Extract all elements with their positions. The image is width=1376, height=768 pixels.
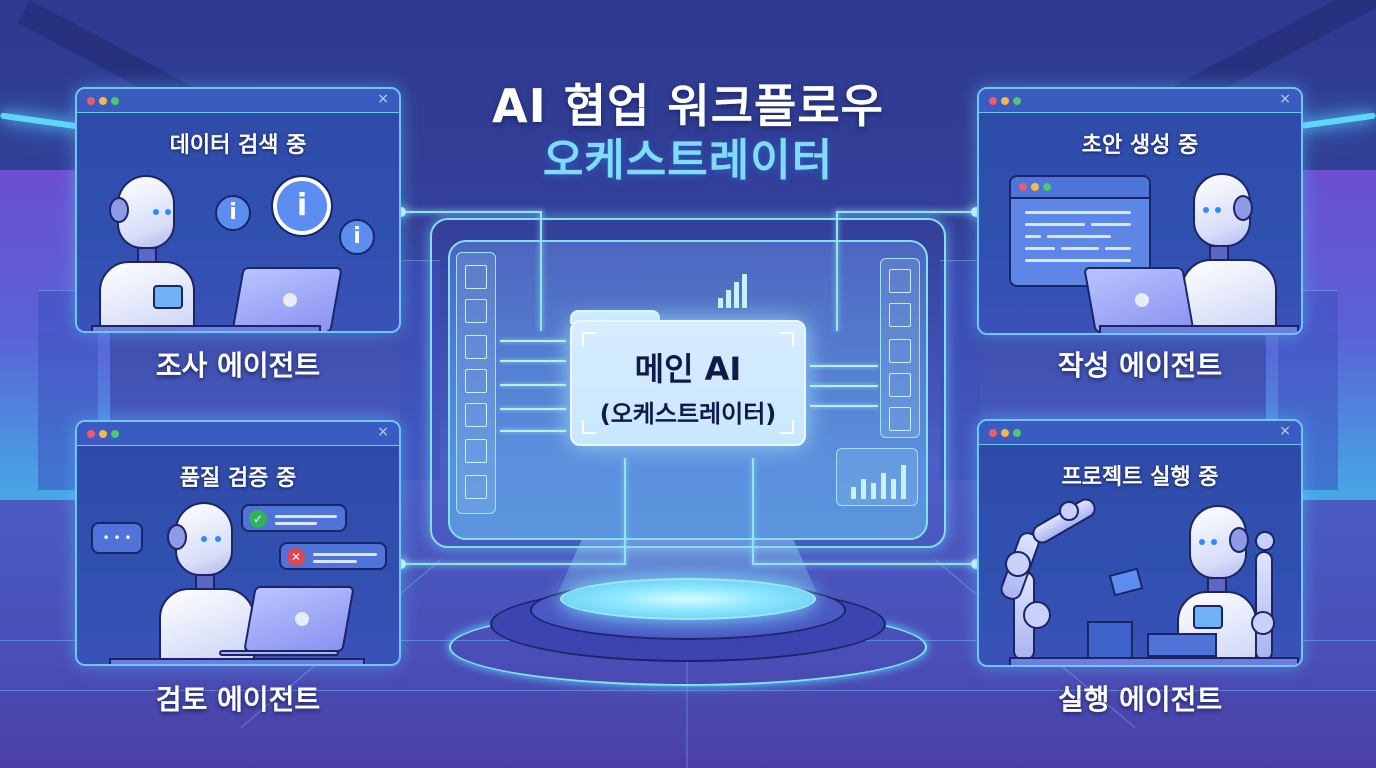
close-icon[interactable]: × (1279, 91, 1291, 107)
document-icon (465, 335, 487, 359)
desk (109, 658, 365, 664)
main-ai-card[interactable]: 메인 AI (오케스트레이터) (570, 320, 806, 446)
agent-label-research: 조사 에이전트 (155, 349, 321, 382)
close-icon[interactable]: × (1279, 423, 1291, 439)
hologram-frame (430, 218, 946, 548)
document-icon (889, 373, 911, 397)
window-titlebar: × (77, 422, 399, 446)
folder-icon (465, 369, 487, 393)
window-minimize-dot[interactable] (99, 430, 107, 438)
window-close-dot[interactable] (989, 97, 997, 105)
window-close-dot[interactable] (87, 430, 95, 438)
agent-label-review: 검토 에이전트 (155, 683, 321, 716)
machine-block (1087, 621, 1133, 659)
agent-panel-executor[interactable]: × 프로젝트 실행 중 (977, 419, 1303, 667)
desk (1099, 325, 1299, 333)
data-flow-arrow (500, 430, 566, 432)
window-minimize-dot[interactable] (1001, 429, 1009, 437)
connector-line (402, 211, 542, 213)
info-icon: i (339, 219, 375, 255)
data-flow-arrow (500, 384, 566, 386)
agent-label-writer: 작성 에이전트 (1057, 349, 1223, 382)
folder-icon (465, 265, 487, 289)
window-titlebar: × (77, 89, 399, 113)
document-icon (889, 339, 911, 363)
check-bubble-icon: ✓ (241, 504, 347, 532)
data-flow-arrow (500, 408, 566, 410)
window-titlebar: × (979, 421, 1301, 445)
agent-panel-research[interactable]: × 데이터 검색 중 i i i (75, 87, 401, 333)
data-flow-arrow (810, 405, 878, 407)
window-maximize-dot[interactable] (111, 430, 119, 438)
connector-line (402, 563, 626, 565)
document-icon (889, 269, 911, 293)
corner-bracket (582, 420, 596, 434)
connector-node (396, 207, 406, 217)
window-titlebar: × (979, 89, 1301, 113)
document-icon (465, 299, 487, 323)
agent-status: 품질 검증 중 (179, 466, 297, 491)
package-box-icon (1108, 567, 1144, 597)
corner-bracket (582, 332, 596, 346)
machine-block (1147, 633, 1217, 657)
data-flow-arrow (810, 365, 878, 367)
building-silhouette (940, 260, 980, 480)
input-file-strip (456, 252, 496, 514)
error-bubble-icon: ✕ (279, 542, 387, 570)
close-icon[interactable]: × (377, 91, 389, 107)
info-icon: i (271, 175, 333, 237)
agent-label-executor: 실행 에이전트 (1057, 683, 1223, 716)
connector-node (971, 207, 981, 217)
data-flow-arrow (500, 360, 566, 362)
main-ai-title: 메인 AI (634, 350, 742, 388)
connector-node (396, 559, 406, 569)
agent-panel-review[interactable]: × 품질 검증 중 • • • ✓ ✕ (75, 420, 401, 666)
agent-panel-writer[interactable]: × 초안 생성 중 (977, 87, 1303, 335)
page-subtitle: 오케스트레이터 (542, 135, 834, 186)
desk (91, 325, 321, 331)
connector-line (752, 563, 976, 565)
workbench (1009, 657, 1299, 665)
window-maximize-dot[interactable] (111, 97, 119, 105)
document-icon (889, 303, 911, 327)
window-minimize-dot[interactable] (99, 97, 107, 105)
hologram-pedestal-top (560, 578, 816, 620)
agent-status: 초안 생성 중 (1081, 133, 1199, 158)
ellipsis-bubble-icon: • • • (91, 522, 143, 554)
window-minimize-dot[interactable] (1001, 97, 1009, 105)
document-icon (465, 475, 487, 499)
corner-bracket (780, 332, 794, 346)
window-maximize-dot[interactable] (1013, 97, 1021, 105)
connector-line (836, 211, 976, 213)
window-close-dot[interactable] (87, 97, 95, 105)
info-icon: i (215, 195, 251, 231)
agent-status: 데이터 검색 중 (169, 133, 307, 158)
connector-line (540, 211, 542, 331)
window-maximize-dot[interactable] (1013, 429, 1021, 437)
connector-line (624, 458, 626, 564)
corner-bracket (780, 420, 794, 434)
connector-line (752, 458, 754, 564)
chart-panel (836, 448, 918, 506)
output-file-strip (880, 258, 920, 438)
connector-line (836, 211, 838, 331)
agent-status: 프로젝트 실행 중 (1061, 465, 1219, 490)
data-flow-arrow (500, 340, 566, 342)
document-icon (465, 439, 487, 463)
close-icon[interactable]: × (377, 424, 389, 440)
connector-node (971, 559, 981, 569)
building-silhouette (400, 260, 440, 480)
window-close-dot[interactable] (989, 429, 997, 437)
data-flow-arrow (810, 385, 878, 387)
page-title: AI 협업 워크플로우 (492, 79, 884, 133)
floor-grid-line (0, 690, 1376, 691)
document-icon (465, 403, 487, 427)
bar-chart-icon (718, 268, 758, 308)
main-ai-subtitle: (오케스트레이터) (599, 400, 777, 428)
folder-icon (889, 407, 911, 431)
